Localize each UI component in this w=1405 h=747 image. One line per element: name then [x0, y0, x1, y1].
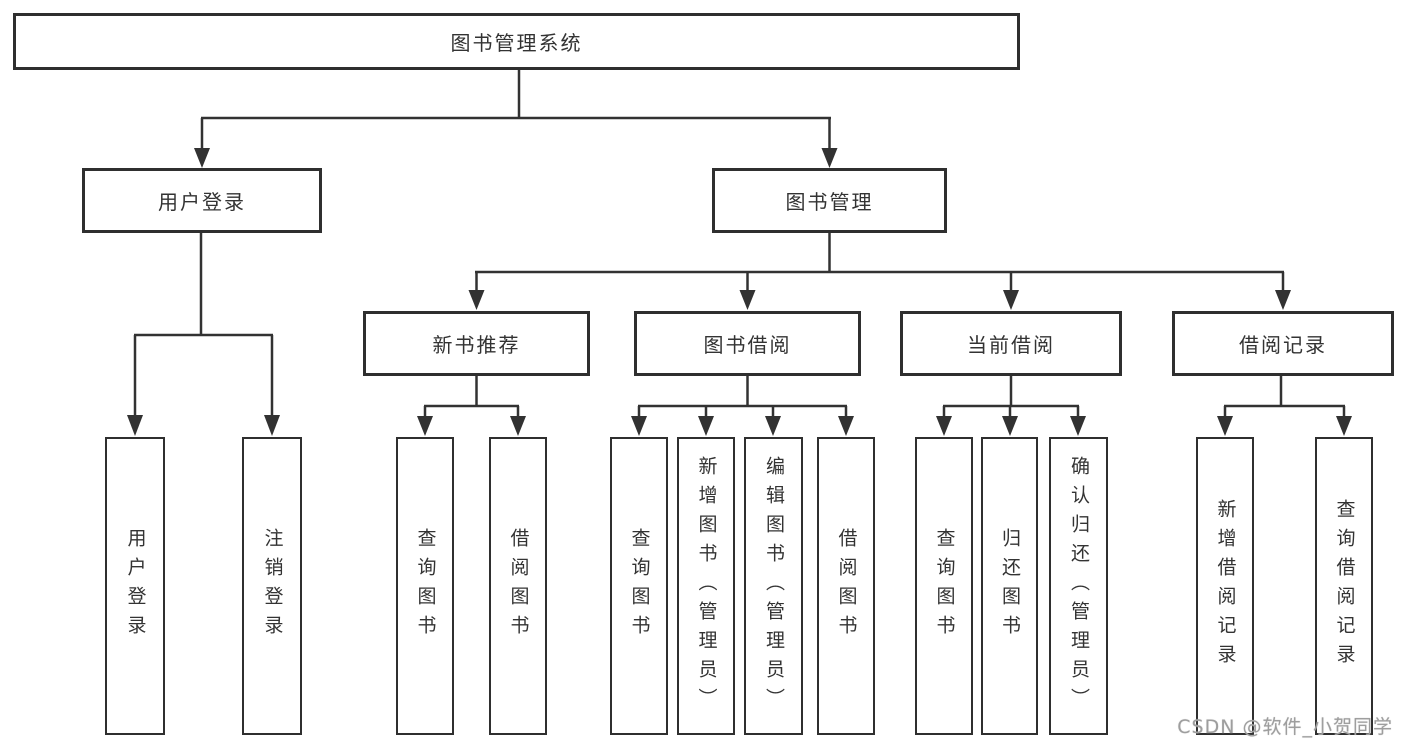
node-add-borrow-record: 新增借阅记录 — [1196, 437, 1254, 735]
node-edit-books-admin-label: 编辑图书（管理员） — [763, 455, 785, 717]
node-book-borrowing: 图书借阅 — [634, 311, 861, 376]
node-return-books: 归还图书 — [981, 437, 1038, 735]
node-borrow-records-label: 借阅记录 — [1239, 333, 1327, 357]
node-logout-label: 注销登录 — [261, 528, 284, 644]
node-borrow-books-recommend-label: 借阅图书 — [507, 528, 530, 644]
node-borrow-books-leaf: 借阅图书 — [817, 437, 875, 735]
node-book-management: 图书管理 — [712, 168, 947, 233]
node-book-management-label: 图书管理 — [785, 190, 874, 214]
node-root: 图书管理系统 — [13, 13, 1020, 70]
node-user-login-leaf: 用户登录 — [105, 437, 165, 735]
node-book-borrowing-label: 图书借阅 — [703, 333, 792, 357]
node-query-books-borrowing: 查询图书 — [610, 437, 668, 735]
node-query-books-recommend-label: 查询图书 — [414, 528, 437, 644]
node-query-books-recommend: 查询图书 — [396, 437, 454, 735]
node-confirm-return-admin-label: 确认归还（管理员） — [1068, 455, 1090, 717]
node-add-books-admin: 新增图书（管理员） — [677, 437, 735, 735]
node-query-books-borrowing-label: 查询图书 — [628, 528, 651, 644]
node-logout: 注销登录 — [242, 437, 302, 735]
node-borrow-books-leaf-label: 借阅图书 — [835, 528, 858, 644]
node-current-borrowing: 当前借阅 — [900, 311, 1122, 376]
node-return-books-label: 归还图书 — [999, 528, 1021, 644]
node-new-book-recommend: 新书推荐 — [363, 311, 590, 376]
node-user-login-leaf-label: 用户登录 — [124, 528, 147, 644]
watermark: CSDN @软件_小贺同学 — [1177, 716, 1393, 738]
node-borrow-books-recommend: 借阅图书 — [489, 437, 547, 735]
node-borrow-records: 借阅记录 — [1172, 311, 1394, 376]
node-user-login-label: 用户登录 — [158, 190, 246, 214]
node-new-book-recommend-label: 新书推荐 — [432, 333, 521, 357]
node-edit-books-admin: 编辑图书（管理员） — [744, 437, 803, 735]
node-query-books-current: 查询图书 — [915, 437, 973, 735]
node-confirm-return-admin: 确认归还（管理员） — [1049, 437, 1108, 735]
node-current-borrowing-label: 当前借阅 — [967, 333, 1055, 357]
node-query-books-current-label: 查询图书 — [933, 528, 956, 644]
node-query-borrow-record: 查询借阅记录 — [1315, 437, 1373, 735]
node-add-books-admin-label: 新增图书（管理员） — [695, 455, 718, 717]
node-add-borrow-record-label: 新增借阅记录 — [1214, 499, 1237, 673]
node-user-login: 用户登录 — [82, 168, 322, 233]
node-root-label: 图书管理系统 — [450, 31, 583, 55]
node-query-borrow-record-label: 查询借阅记录 — [1333, 499, 1356, 673]
